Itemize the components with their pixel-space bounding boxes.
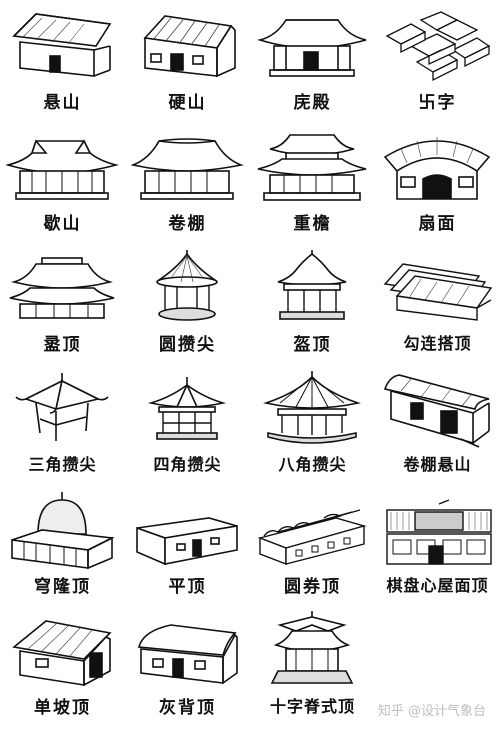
roof-cell-goulianda: 勾连搭顶 [375, 242, 500, 363]
roof-label-yingshan: 硬山 [168, 93, 207, 113]
roof-label-xuanshan: 悬山 [43, 93, 82, 113]
roof-label-juanpeng-xuanshan: 卷棚悬山 [403, 455, 472, 474]
roof-label-flat: 平顶 [168, 577, 207, 597]
roof-label-octagonal-pyramidal: 八角攒尖 [278, 455, 347, 474]
chongyan-roof-icon [257, 134, 367, 201]
roof-label-luding: 盝顶 [43, 335, 82, 355]
roof-label-huibei: 灰背顶 [159, 698, 216, 718]
round-pyramidal-roof-icon [156, 250, 218, 321]
roof-label-wanzi: 卐字 [418, 93, 457, 113]
square-pyramidal-roof-icon [147, 377, 227, 440]
watermark-text: 知乎 @设计气象台 [377, 704, 486, 719]
juanpeng-xuanshan-roof-icon [383, 374, 490, 448]
roof-label-triangular-pyramidal: 三角攒尖 [28, 455, 97, 474]
roof-label-shanmian: 扇面 [418, 214, 457, 234]
roof-cell-juanpeng: 卷棚 [125, 121, 250, 242]
roof-cell-wanzi: 卐字 [375, 0, 500, 121]
roof-cell-triangular-pyramidal: 三角攒尖 [0, 363, 125, 484]
xieshan-roof-icon [6, 139, 119, 200]
roof-cell-wudian: 庑殿 [250, 0, 375, 121]
kuiding-roof-icon [277, 250, 347, 320]
roof-cell-xieshan: 歇山 [0, 121, 125, 242]
roof-label-dome: 穹隆顶 [34, 577, 91, 597]
roof-label-barrel-vault: 圆券顶 [284, 577, 341, 597]
roof-cell-round-pyramidal: 圆攒尖 [125, 242, 250, 363]
single-slope-roof-icon [12, 620, 112, 687]
wanzi-roof-icon [385, 11, 491, 82]
roof-cell-juanpeng-xuanshan: 卷棚悬山 [375, 363, 500, 484]
xuanshan-roof-icon [12, 13, 112, 77]
wudian-roof-icon [257, 19, 367, 77]
roof-cell-xuanshan: 悬山 [0, 0, 125, 121]
roof-label-chongyan: 重檐 [293, 214, 332, 234]
roof-label-single-slope: 单坡顶 [34, 698, 91, 718]
roof-label-kuiding: 盔顶 [293, 335, 332, 355]
dome-roof-icon [11, 492, 115, 570]
cross-ridge-roof-icon [270, 611, 354, 684]
roof-cell-kuiding: 盔顶 [250, 242, 375, 363]
roof-cell-chongyan: 重檐 [250, 121, 375, 242]
huibei-roof-icon [137, 624, 238, 685]
roof-cell-dome: 穹隆顶 [0, 484, 125, 605]
yingshan-roof-icon [143, 15, 236, 78]
shanmian-roof-icon [383, 137, 491, 200]
triangular-pyramidal-roof-icon [15, 373, 109, 441]
goulianda-roof-icon [383, 263, 493, 321]
roof-label-juanpeng: 卷棚 [168, 214, 207, 234]
roof-label-xieshan: 歇山 [43, 214, 82, 234]
roof-cell-yingshan: 硬山 [125, 0, 250, 121]
roof-label-goulianda: 勾连搭顶 [403, 334, 472, 353]
roof-cell-luding: 盝顶 [0, 242, 125, 363]
roof-label-cross-ridge: 十字脊式顶 [269, 697, 355, 716]
roof-cell-flat: 平顶 [125, 484, 250, 605]
roof-cell-octagonal-pyramidal: 八角攒尖 [250, 363, 375, 484]
barrel-vault-roof-icon [257, 509, 367, 566]
watermark: 知乎 @设计气象台 [378, 700, 486, 719]
roof-label-qipanxin: 棋盘心屋面顶 [386, 576, 489, 595]
roof-cell-shanmian: 扇面 [375, 121, 500, 242]
qipanxin-roof-icon [386, 499, 492, 565]
octagonal-pyramidal-roof-icon [262, 371, 362, 444]
flat-roof-icon [136, 517, 238, 566]
roof-label-wudian: 庑殿 [293, 93, 332, 113]
juanpeng-roof-icon [131, 138, 244, 200]
roof-cell-single-slope: 单坡顶 [0, 605, 125, 726]
roof-label-round-pyramidal: 圆攒尖 [159, 335, 216, 355]
roof-cell-barrel-vault: 圆券顶 [250, 484, 375, 605]
roof-label-square-pyramidal: 四角攒尖 [153, 455, 222, 474]
roof-cell-cross-ridge: 十字脊式顶 [250, 605, 375, 726]
luding-roof-icon [9, 257, 115, 319]
roof-cell-qipanxin: 棋盘心屋面顶 [375, 484, 500, 605]
roof-cell-huibei: 灰背顶 [125, 605, 250, 726]
roof-cell-square-pyramidal: 四角攒尖 [125, 363, 250, 484]
